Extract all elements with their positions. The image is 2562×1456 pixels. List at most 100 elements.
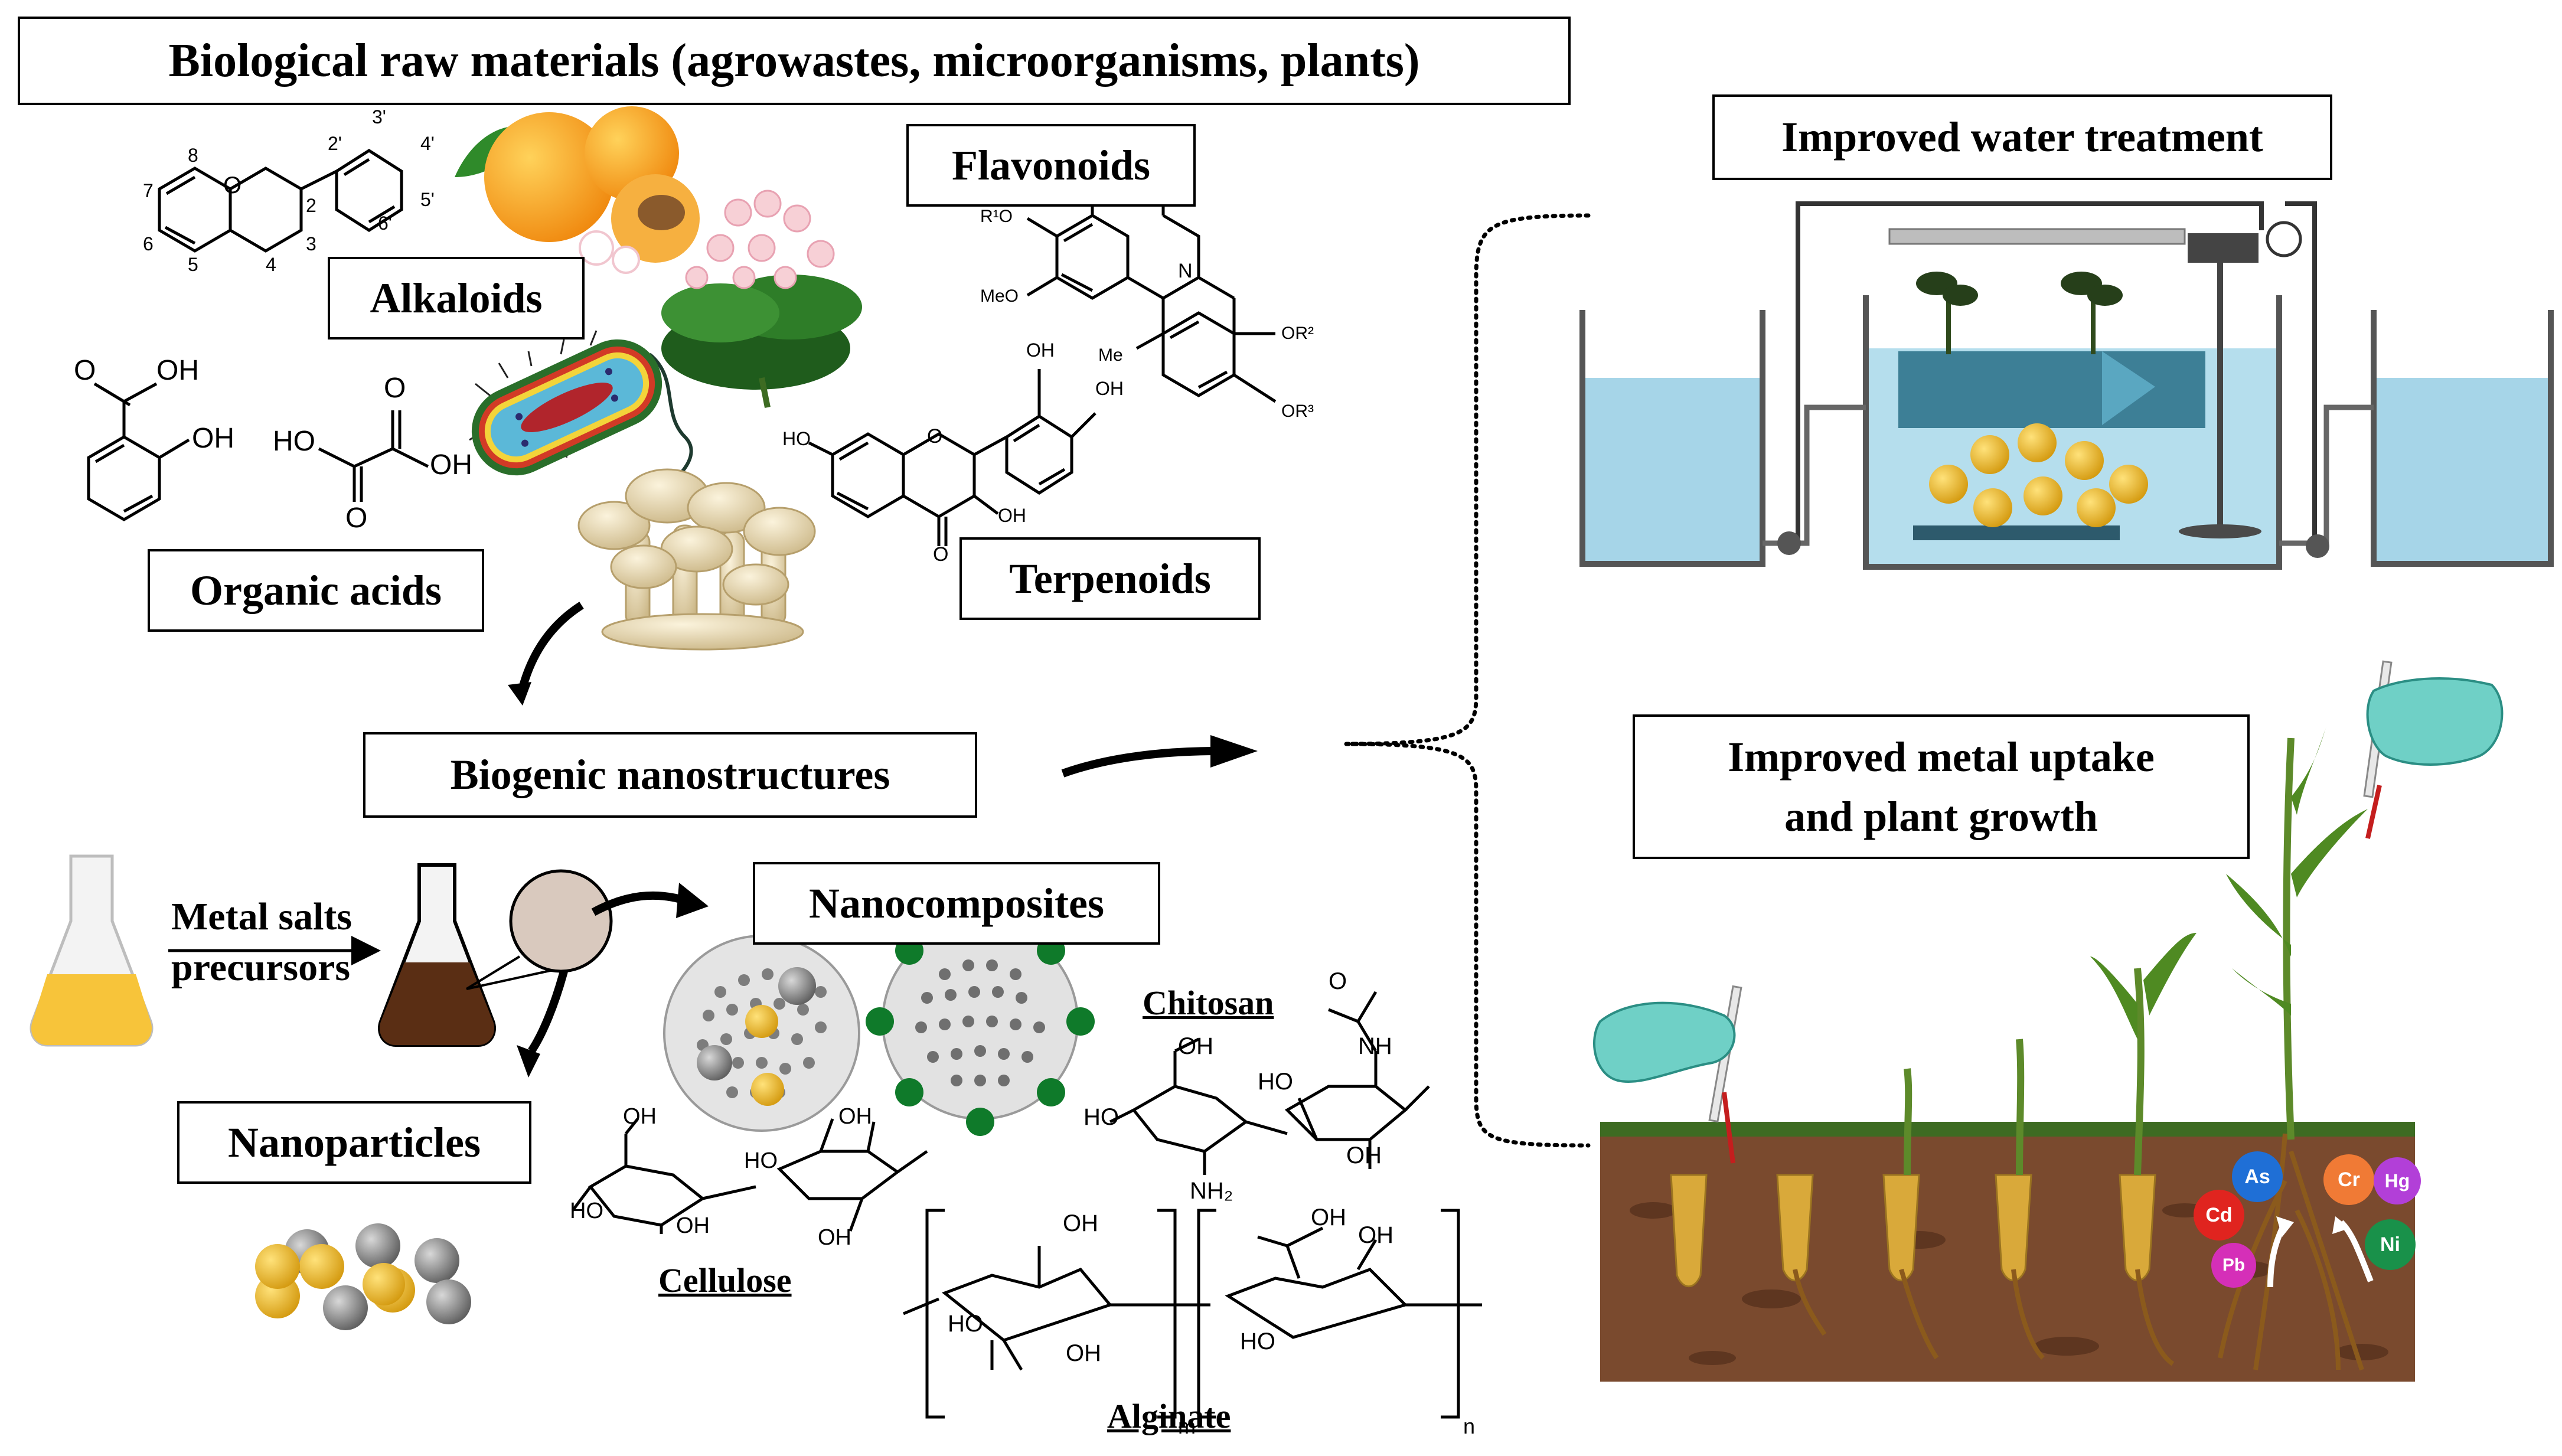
metal-ion-pb: Pb <box>2211 1243 2256 1288</box>
organic-acids-label: Organic acids <box>190 566 442 614</box>
alginate-ho-2: HO <box>1240 1328 1275 1354</box>
terpenoids-box: Terpenoids <box>959 537 1261 620</box>
berberine-me: Me <box>1098 345 1123 365</box>
salicylic-oh-2: OH <box>192 423 234 454</box>
cellulose-structure <box>572 1118 928 1234</box>
arrow-to-biogenic <box>518 602 584 689</box>
pipette-left <box>1593 985 1742 1164</box>
alkaloids-label: Alkaloids <box>370 274 543 322</box>
alginate-oh-1: OH <box>1063 1210 1098 1236</box>
flavan-structure <box>158 149 403 253</box>
flavonoids-box: Flavonoids <box>906 124 1196 207</box>
metal-ion-ni: Ni <box>2365 1219 2416 1270</box>
flavan-num-7: 7 <box>143 180 154 201</box>
flavan-num-2: 2 <box>306 195 316 216</box>
biogenic-nanostructures-label: Biogenic nanostructures <box>450 751 890 798</box>
oxalic-ho: HO <box>273 426 315 457</box>
cellulose-oh-1: OH <box>623 1104 657 1129</box>
metal-ion-as-label: As <box>2244 1165 2270 1188</box>
cellulose-label: Cellulose <box>658 1261 792 1300</box>
metal-ion-cd-label: Cd <box>2205 1203 2233 1226</box>
chitosan-oh-1: OH <box>1178 1033 1213 1059</box>
arrow-to-nanoparticles-head <box>517 1045 540 1078</box>
cellulose-oh-2: OH <box>676 1213 710 1238</box>
metal-ion-hg: Hg <box>2374 1157 2421 1204</box>
nanoparticles-box: Nanoparticles <box>177 1101 531 1184</box>
plant-growth-label-2: and plant growth <box>1784 792 2098 840</box>
organic-acids-box: Organic acids <box>148 549 484 632</box>
chitosan-ho-2: HO <box>1258 1069 1293 1095</box>
biogenic-nanostructures-box: Biogenic nanostructures <box>363 732 977 818</box>
flavan-o: O <box>223 172 242 198</box>
flavan-num-8: 8 <box>188 145 198 166</box>
quercetin-oh-1: OH <box>1026 339 1055 361</box>
arrow-to-biogenic-head <box>508 682 531 706</box>
alginate-m: m <box>1178 1414 1196 1438</box>
flavan-num-5: 5 <box>188 254 198 275</box>
chitosan-label: Chitosan <box>1143 984 1274 1022</box>
metal-salts-label: Metal salts precursors <box>171 892 352 993</box>
flask-metal-salts <box>30 854 154 1047</box>
oxalic-o-2: O <box>345 502 368 534</box>
alginate-oh-4: OH <box>1358 1222 1393 1248</box>
alginate-label: Alginate <box>1107 1397 1231 1435</box>
chitosan-o: O <box>1329 968 1347 994</box>
flavan-num-3p: 3' <box>372 106 386 128</box>
chitosan-oh-2: OH <box>1346 1142 1382 1168</box>
alginate-oh-3: OH <box>1311 1204 1346 1230</box>
nanocomposites-box: Nanocomposites <box>753 862 1160 945</box>
nanocomposite-sphere-2 <box>866 907 1095 1136</box>
arrow-to-nanocomposites-head <box>676 883 709 918</box>
flavan-num-6: 6 <box>143 233 154 254</box>
quercetin-structure <box>808 369 1096 546</box>
metal-salts-line-1: Metal salts <box>171 895 353 938</box>
berberine-or3: OR³ <box>1281 401 1314 421</box>
arrow-to-nanoparticles <box>528 970 568 1053</box>
alginate-ho-1: HO <box>948 1311 983 1337</box>
metal-salts-line-2: precursors <box>171 945 351 989</box>
flask-reaction <box>378 863 496 1047</box>
berberine-or2: OR² <box>1281 324 1314 343</box>
alginate-structure <box>903 1209 1482 1419</box>
berberine-meo: MeO <box>980 286 1019 306</box>
quercetin-o: O <box>927 425 943 448</box>
chitosan-nh: NH <box>1358 1033 1392 1059</box>
soil-plant-scene <box>1593 660 2504 1382</box>
flavonoids-label: Flavonoids <box>951 141 1151 189</box>
cellulose-oh-3: OH <box>838 1104 872 1129</box>
metal-ion-pb-label: Pb <box>2222 1255 2246 1275</box>
alkaloids-box: Alkaloids <box>328 257 585 339</box>
metal-ion-hg-label: Hg <box>2384 1170 2410 1191</box>
dotted-brace <box>1346 213 1591 1148</box>
berberine-n: N <box>1178 260 1193 282</box>
quercetin-ho: HO <box>782 428 811 449</box>
title-box: Biological raw materials (agrowastes, mi… <box>18 17 1571 105</box>
arrow-to-applications <box>1061 747 1217 778</box>
nanoparticle-cluster <box>255 1223 471 1330</box>
metal-ion-cr-label: Cr <box>2338 1168 2360 1191</box>
water-treatment-label: Improved water treatment <box>1781 113 2263 161</box>
arrow-to-nanocomposites <box>591 891 687 916</box>
oxalic-oh: OH <box>430 449 472 481</box>
oxalic-o-1: O <box>384 373 406 404</box>
cellulose-oh-4: OH <box>818 1225 851 1250</box>
nanocomposite-sphere-1 <box>663 935 860 1132</box>
flavan-num-2p: 2' <box>328 133 342 154</box>
nanoparticles-label: Nanoparticles <box>228 1118 481 1166</box>
flower-plant-illustration <box>661 190 862 408</box>
cellulose-ho-2: HO <box>744 1148 778 1173</box>
flavan-num-3: 3 <box>306 233 316 254</box>
metal-ion-as: As <box>2232 1151 2283 1202</box>
alginate-n: n <box>1463 1414 1476 1438</box>
water-treatment-box: Improved water treatment <box>1712 94 2332 180</box>
flavan-num-5p: 5' <box>420 189 435 210</box>
metal-ion-ni-label: Ni <box>2380 1233 2400 1256</box>
flavan-num-6p: 6' <box>378 213 392 234</box>
berberine-r1o: R¹O <box>980 207 1013 226</box>
salicylic-o: O <box>74 355 96 386</box>
salicylic-acid-structure <box>87 382 190 521</box>
quercetin-oh-2: OH <box>1095 378 1124 399</box>
terpenoids-label: Terpenoids <box>1009 554 1211 602</box>
bacterium-illustration <box>469 330 693 492</box>
